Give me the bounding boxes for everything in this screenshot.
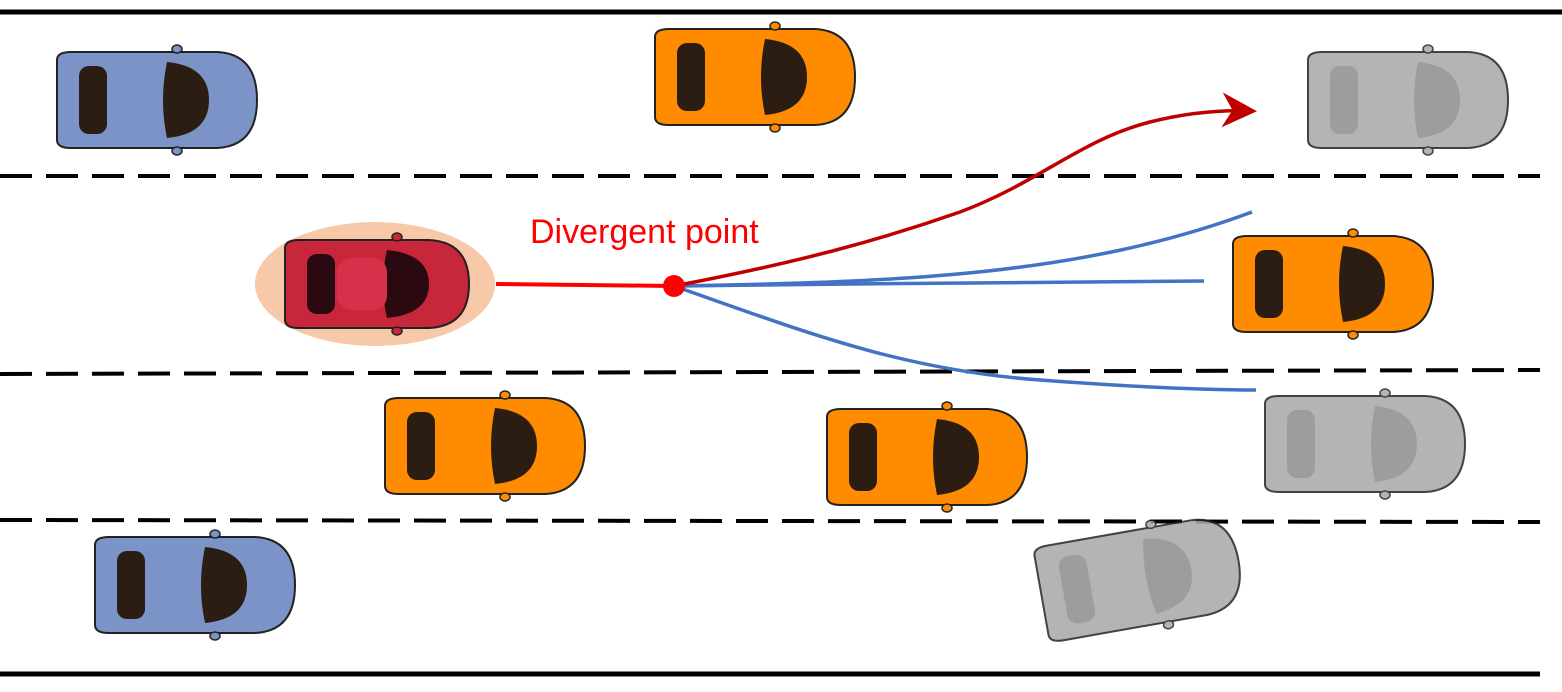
ego-car (284, 232, 471, 336)
car-windshield (163, 62, 209, 138)
car-mirror (499, 390, 511, 400)
car-mirror (1379, 388, 1391, 398)
car-mirror (1347, 228, 1359, 238)
car-mirror (171, 146, 183, 156)
car-mirror (171, 44, 183, 54)
car-roof (337, 258, 387, 310)
divergent-point-marker (663, 275, 685, 297)
car-mirror (941, 401, 953, 411)
car-rear-window (677, 43, 705, 111)
car-rear-window (79, 66, 107, 134)
car-mirror (769, 123, 781, 133)
car-rear-window (407, 412, 435, 480)
divergent-point-label: Divergent point (530, 213, 759, 251)
car-rear-window (1058, 554, 1096, 624)
car-mirror (1347, 330, 1359, 340)
car-mirror (499, 492, 511, 502)
background-car (56, 44, 259, 156)
car-rear-window (1330, 66, 1358, 134)
neighbor-car (384, 390, 587, 502)
car-mirror (1145, 519, 1157, 530)
neighbor-car (1232, 228, 1435, 340)
lane-divider (0, 518, 1541, 524)
car-windshield (201, 547, 247, 623)
car-rear-window (117, 551, 145, 619)
candidate-trajectory (673, 284, 1257, 392)
candidate-trajectory (673, 210, 1253, 288)
lane-divider (0, 368, 1541, 376)
neighbor-car (826, 401, 1029, 513)
future-car (1033, 518, 1241, 642)
car-mirror (941, 503, 953, 513)
car-windshield (1339, 246, 1385, 322)
future-car (1307, 44, 1510, 156)
car-rear-window (1255, 250, 1283, 318)
car-windshield (933, 419, 979, 495)
future-car (1264, 388, 1467, 500)
car-rear-window (849, 423, 877, 491)
car-mirror (1422, 44, 1434, 54)
car-windshield (491, 408, 537, 484)
car-mirror (209, 529, 221, 539)
background-car (94, 529, 297, 641)
car-mirror (209, 631, 221, 641)
car-mirror (391, 326, 403, 336)
car-mirror (1379, 490, 1391, 500)
car-windshield (761, 39, 807, 115)
neighbor-car (654, 21, 857, 133)
car-mirror (1422, 146, 1434, 156)
car-windshield (383, 250, 429, 318)
car-mirror (769, 21, 781, 31)
selected-trajectory (673, 92, 1257, 288)
car-windshield (1414, 62, 1460, 138)
car-mirror (391, 232, 403, 242)
car-mirror (1162, 619, 1175, 630)
car-windshield (1371, 406, 1417, 482)
car-rear-window (307, 254, 335, 314)
history-line (495, 282, 675, 288)
car-rear-window (1287, 410, 1315, 478)
car-windshield (1143, 538, 1192, 614)
